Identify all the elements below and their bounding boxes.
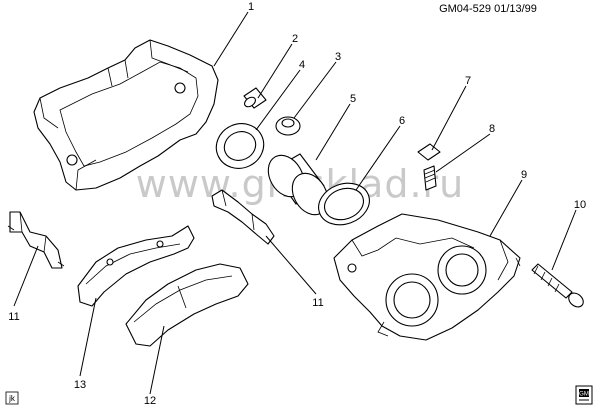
part-inner-pad — [77, 225, 195, 307]
corner-tag-text: jk — [8, 394, 16, 403]
part-dust-boot — [318, 182, 370, 226]
part-bleeder-cap — [417, 143, 441, 161]
part-abutment-clip-right — [211, 189, 275, 245]
part-caliper-bracket — [33, 39, 219, 191]
part-outer-pad — [125, 263, 249, 347]
callout-10: 10 — [574, 199, 586, 211]
callout-2: 2 — [292, 33, 298, 45]
part-piston-seal — [215, 123, 265, 169]
part-bleeder-valve — [423, 165, 437, 191]
part-guide-bolt — [531, 263, 584, 308]
part-abutment-clip-left — [7, 211, 65, 269]
logo-text: GM — [579, 392, 589, 398]
callout-6: 6 — [399, 115, 405, 127]
callout-12: 12 — [144, 395, 156, 407]
gm-logo-icon: GM — [575, 385, 593, 405]
diagram-code: GM04-529 01/13/99 — [439, 3, 537, 15]
callout-7: 7 — [465, 75, 471, 87]
callout-11-left: 11 — [8, 311, 19, 323]
callout-8: 8 — [489, 123, 495, 135]
part-bushing — [243, 87, 267, 109]
part-bleeder-plug — [275, 116, 301, 136]
leader-lines — [13, 11, 577, 395]
callout-13: 13 — [74, 379, 86, 391]
corner-tag: jk — [5, 391, 19, 405]
callout-9: 9 — [521, 169, 527, 181]
part-caliper-housing — [333, 213, 521, 341]
callout-4: 4 — [299, 59, 305, 71]
callout-11-right: 11 — [312, 297, 323, 309]
callout-1: 1 — [248, 1, 254, 13]
callout-5: 5 — [350, 93, 356, 105]
callout-3: 3 — [335, 51, 341, 63]
